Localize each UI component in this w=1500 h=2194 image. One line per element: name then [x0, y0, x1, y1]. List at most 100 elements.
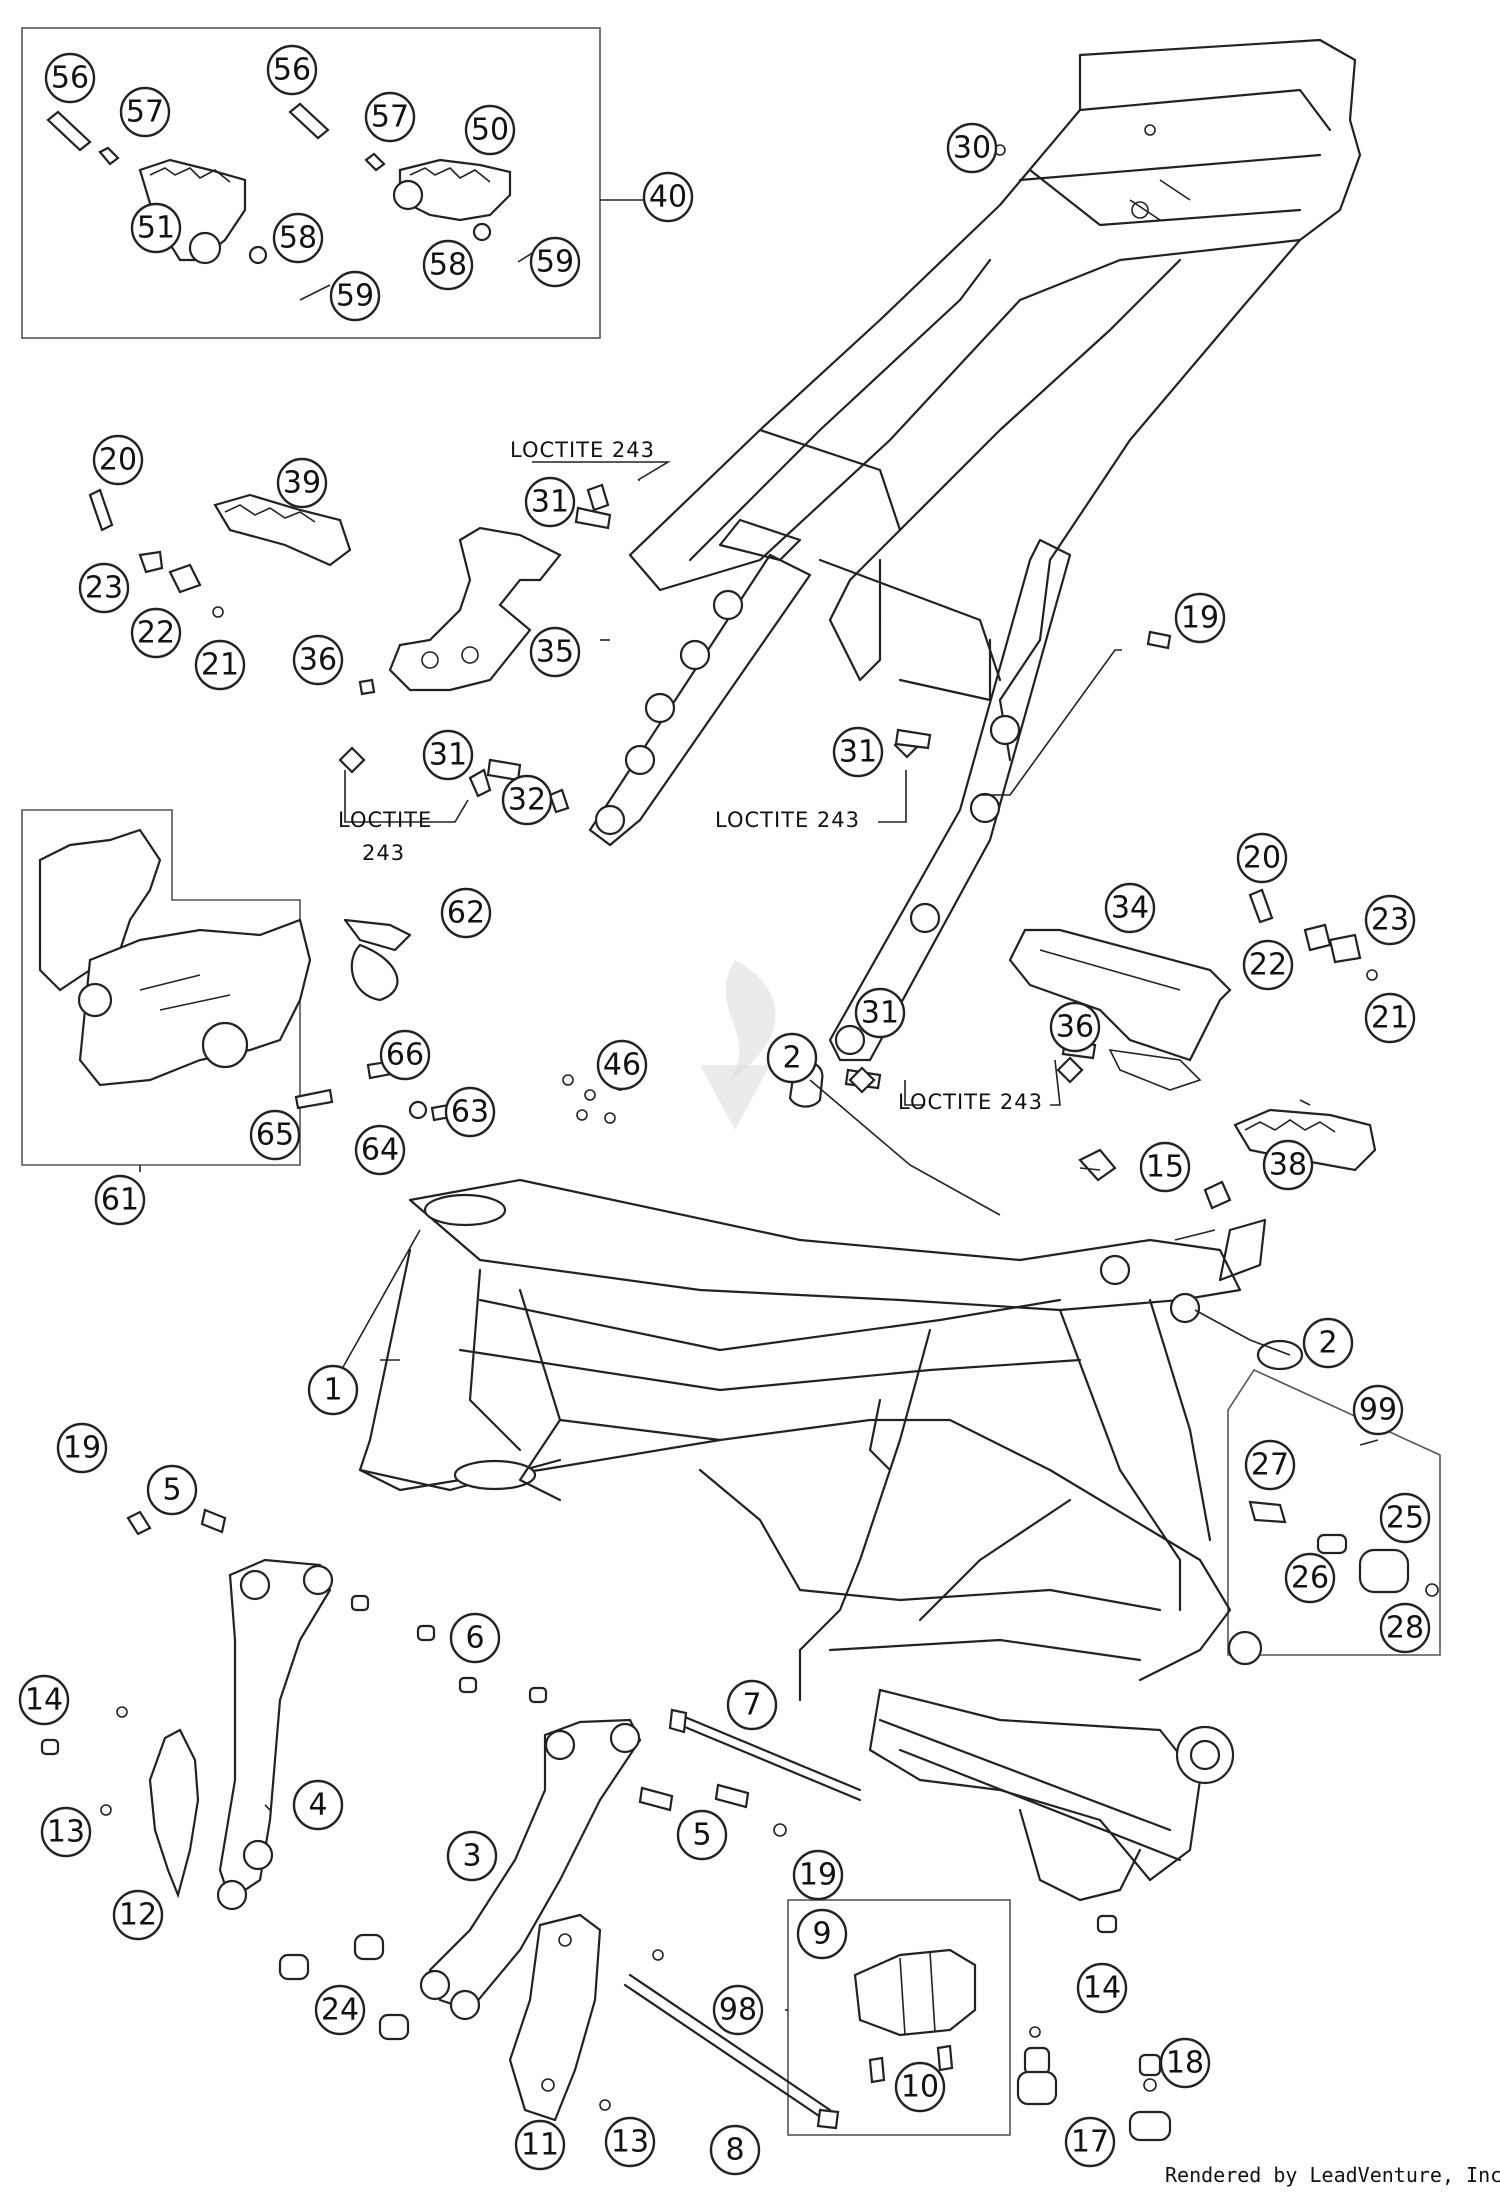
- svg-text:23: 23: [85, 571, 123, 606]
- callout-bubble: 23: [1364, 894, 1416, 946]
- callout-bubble: 14: [1076, 1962, 1128, 2014]
- callout-bubble: 7: [726, 1679, 778, 1731]
- callout-bubble: 31: [422, 729, 474, 781]
- svg-text:39: 39: [283, 466, 321, 501]
- callout-bubble: 13: [40, 1806, 92, 1858]
- svg-text:5: 5: [162, 1473, 181, 1508]
- svg-text:24: 24: [321, 1993, 359, 2028]
- callout-bubble: 31: [832, 726, 884, 778]
- callout-bubble: 9: [796, 1908, 848, 1960]
- svg-text:98: 98: [719, 1993, 757, 2028]
- damper-kit-parts: [1248, 1500, 1439, 1597]
- svg-text:12: 12: [119, 1898, 157, 1933]
- callout-bubble: 36: [1049, 1001, 1101, 1053]
- callout-bubble: 57: [119, 86, 171, 138]
- callout-bubble: 62: [440, 887, 492, 939]
- callout-bubble: 11: [514, 2119, 566, 2171]
- footpeg-right-assembly: [288, 102, 546, 263]
- footer-credit: Rendered by LeadVenture, Inc.: [1165, 2163, 1500, 2187]
- svg-text:5: 5: [692, 1818, 711, 1853]
- callout-bubble: 27: [1244, 1439, 1296, 1491]
- callout-bubble: 56: [44, 52, 96, 104]
- engine-mount-plate-lower: [419, 1718, 642, 2021]
- subframe-right-strut: [828, 538, 1072, 1062]
- watermark-logo: [700, 960, 776, 1130]
- svg-text:63: 63: [451, 1095, 489, 1130]
- callout-bubble: 65: [249, 1109, 301, 1161]
- callout-bubble: 39: [276, 457, 328, 509]
- callout-bubble: 46: [596, 1039, 648, 1091]
- svg-text:4: 4: [308, 1788, 327, 1823]
- footrest-right: [1233, 888, 1378, 1172]
- svg-text:50: 50: [471, 113, 509, 148]
- svg-text:28: 28: [1386, 1611, 1424, 1646]
- svg-text:61: 61: [101, 1183, 139, 1218]
- svg-text:17: 17: [1071, 2125, 1109, 2160]
- engine-guard: [853, 1948, 977, 2084]
- svg-text:31: 31: [429, 738, 467, 773]
- callout-bubble: 2: [766, 1032, 818, 1084]
- callout-bubble: 1: [307, 1364, 359, 1416]
- long-bolts: [623, 1708, 862, 2130]
- callout-bubble: 31: [524, 476, 576, 528]
- svg-text:26: 26: [1291, 1561, 1329, 1596]
- svg-text:11: 11: [521, 2128, 559, 2163]
- svg-text:9: 9: [812, 1917, 831, 1952]
- loctite-bolt-set: [338, 483, 1172, 1094]
- svg-text:8: 8: [725, 2133, 744, 2168]
- callout-bubble: 8: [709, 2124, 761, 2176]
- svg-text:20: 20: [99, 443, 137, 478]
- callout-bubble: 19: [1174, 592, 1226, 644]
- svg-text:57: 57: [371, 100, 409, 135]
- svg-text:58: 58: [429, 248, 467, 283]
- svg-text:21: 21: [201, 648, 239, 683]
- callout-bubble: 58: [422, 239, 474, 291]
- svg-text:21: 21: [1371, 1001, 1409, 1036]
- svg-text:36: 36: [299, 643, 337, 678]
- svg-text:31: 31: [839, 735, 877, 770]
- callout-bubble: 22: [130, 607, 182, 659]
- svg-text:22: 22: [1249, 948, 1287, 983]
- callout-bubble: 15: [1139, 1141, 1191, 1193]
- svg-text:65: 65: [256, 1118, 294, 1153]
- callout-bubble: 20: [92, 434, 144, 486]
- svg-text:59: 59: [336, 279, 374, 314]
- svg-text:62: 62: [447, 896, 485, 931]
- engine-mount-plate-upper: [216, 1558, 334, 1911]
- svg-text:56: 56: [273, 53, 311, 88]
- svg-text:13: 13: [611, 2125, 649, 2160]
- callout-bubble: 50: [464, 104, 516, 156]
- svg-text:40: 40: [649, 180, 687, 215]
- callout-bubble: 40: [642, 171, 694, 223]
- footpeg-kit-box: [21, 27, 601, 339]
- svg-text:31: 31: [531, 485, 569, 520]
- svg-text:36: 36: [1056, 1010, 1094, 1045]
- callout-bubble: 10: [894, 2061, 946, 2113]
- callout-bubble: 6: [449, 1612, 501, 1664]
- callout-bubble: 25: [1379, 1492, 1431, 1544]
- svg-text:58: 58: [279, 221, 317, 256]
- chain-guide-kit-box: [21, 809, 301, 1166]
- svg-text:99: 99: [1359, 1393, 1397, 1428]
- footrest-left: [88, 488, 352, 618]
- bushings-and-nuts: [40, 1508, 1118, 2111]
- svg-text:3: 3: [462, 1839, 481, 1874]
- svg-text:34: 34: [1111, 891, 1149, 926]
- svg-text:7: 7: [742, 1688, 761, 1723]
- callout-bubble: 17: [1064, 2116, 1116, 2168]
- callout-bubble: 32: [501, 774, 553, 826]
- callout-layer: 56 57 51 58 59 56 57 50 58 59 40 30 20 3…: [18, 44, 1431, 2176]
- callout-bubble: 35: [529, 626, 581, 678]
- callout-bubble: 66: [379, 1029, 431, 1081]
- callout-bubble: 36: [292, 634, 344, 686]
- callout-bubble: 14: [18, 1674, 70, 1726]
- callout-bubble: 99: [1352, 1384, 1404, 1436]
- svg-text:25: 25: [1386, 1501, 1424, 1536]
- side-guard-plates: [148, 1728, 602, 2122]
- callout-bubble: 26: [1284, 1552, 1336, 1604]
- svg-text:57: 57: [126, 95, 164, 130]
- svg-text:14: 14: [25, 1683, 63, 1718]
- callout-bubble: 21: [1364, 992, 1416, 1044]
- footrest-right-bracket: [1008, 928, 1232, 1091]
